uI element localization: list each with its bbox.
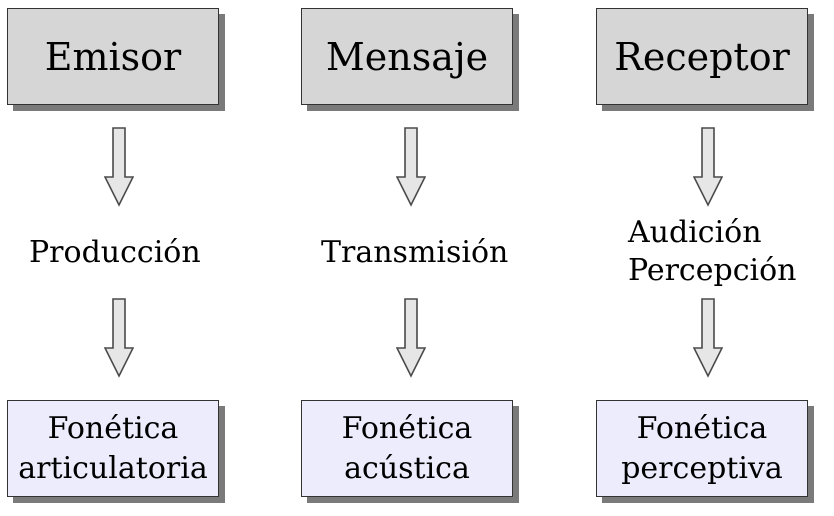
result-line: Fonética bbox=[47, 410, 179, 446]
result-line: Fonética bbox=[341, 410, 473, 446]
result-box-emisor: Fonética articulatoria bbox=[7, 400, 219, 497]
column-emisor: Emisor Producción Fonética articulatoria bbox=[7, 0, 237, 516]
down-arrow-icon bbox=[693, 127, 723, 207]
header-label: Receptor bbox=[614, 34, 790, 79]
column-receptor: Receptor Audición Percepción Fonética pe… bbox=[596, 0, 826, 516]
down-arrow-icon bbox=[396, 127, 426, 207]
down-arrow-icon bbox=[104, 298, 134, 378]
result-box-mensaje: Fonética acústica bbox=[301, 400, 513, 497]
down-arrow-icon bbox=[104, 127, 134, 207]
down-arrow-icon bbox=[693, 298, 723, 378]
result-line: articulatoria bbox=[18, 450, 208, 486]
header-label: Emisor bbox=[44, 34, 182, 79]
process-label-mensaje: Transmisión bbox=[321, 234, 508, 272]
down-arrow-icon bbox=[396, 298, 426, 378]
column-mensaje: Mensaje Transmisión Fonética acústica bbox=[301, 0, 531, 516]
process-line: Transmisión bbox=[321, 235, 509, 270]
result-line: perceptiva bbox=[621, 450, 783, 486]
result-line: Fonética bbox=[636, 410, 768, 446]
process-line: Percepción bbox=[628, 253, 797, 288]
result-box-receptor: Fonética perceptiva bbox=[596, 400, 808, 497]
process-line: Audición bbox=[628, 215, 762, 250]
header-label: Mensaje bbox=[325, 34, 489, 79]
header-box-emisor: Emisor bbox=[7, 8, 219, 105]
header-box-mensaje: Mensaje bbox=[301, 8, 513, 105]
header-box-receptor: Receptor bbox=[596, 8, 808, 105]
process-label-emisor: Producción bbox=[29, 234, 201, 272]
process-line: Producción bbox=[29, 235, 201, 270]
process-label-receptor: Audición Percepción bbox=[628, 214, 796, 290]
result-line: acústica bbox=[344, 450, 470, 486]
